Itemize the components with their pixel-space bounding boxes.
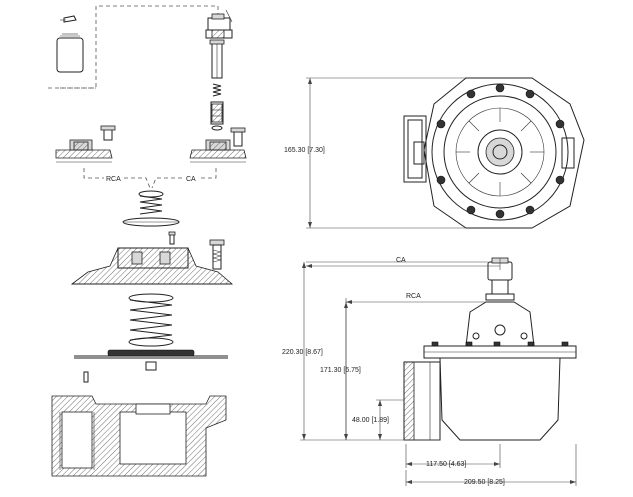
dim-ca <box>306 258 501 270</box>
dim-4800 <box>376 399 404 440</box>
dim-20950 <box>405 444 577 486</box>
dim-11750 <box>405 444 501 468</box>
dim-height-top <box>306 77 466 229</box>
dim-11750-text: 117.50 [4.63] <box>426 461 466 468</box>
label-rca-top: RCA <box>406 293 421 300</box>
dim-17130-text: 171.30 [6.75] <box>320 367 361 374</box>
cap-part <box>56 33 84 73</box>
pilot-head <box>205 9 233 39</box>
dim-16530: 165.30 [7.30] <box>284 147 325 154</box>
top-view <box>403 77 585 229</box>
dim-17130 <box>344 302 348 440</box>
dim-22030-text: 220.30 [8.67] <box>282 349 323 356</box>
main-spring <box>128 293 174 347</box>
dim-22030 <box>300 262 440 441</box>
exploded-view: RCA CA <box>48 5 247 477</box>
label-rca-left: RCA <box>106 176 121 183</box>
valve-body <box>51 395 227 477</box>
small-diaphragm <box>122 217 180 227</box>
label-ca-top: CA <box>396 257 406 264</box>
small-spring <box>212 83 222 97</box>
screw-small <box>168 231 176 245</box>
spring-upper <box>138 190 164 215</box>
dim-20950-text: 209.50 [8.25] <box>464 479 505 486</box>
screw-bolt <box>209 239 225 270</box>
armature-tube <box>209 39 225 79</box>
label-ca-left: CA <box>186 176 196 183</box>
plunger <box>210 101 224 131</box>
pin-small <box>83 371 89 383</box>
dim-4800-text: 48.00 [1.89] <box>352 417 389 424</box>
clip-part <box>60 15 77 23</box>
ca-pilot-body <box>189 127 247 163</box>
rca-pilot-body <box>55 125 116 163</box>
main-diaphragm <box>74 349 228 371</box>
side-view <box>403 257 577 441</box>
upper-cover <box>70 247 234 285</box>
